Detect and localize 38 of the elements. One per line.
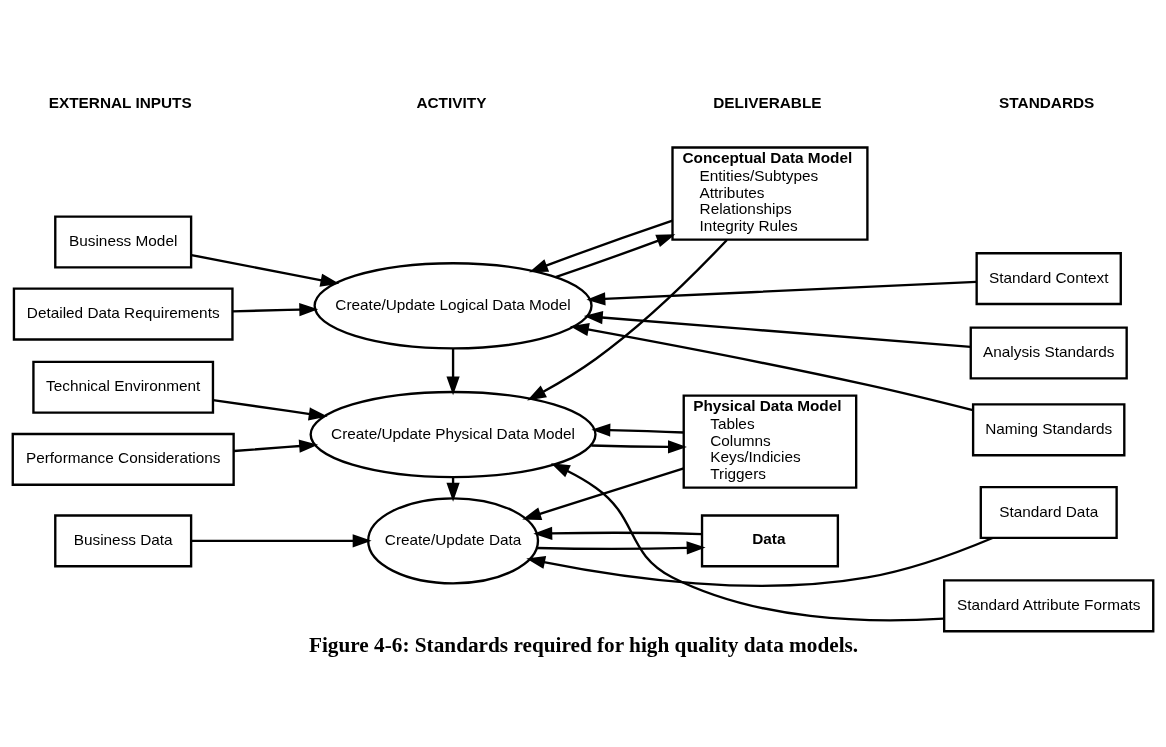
arrow xyxy=(233,439,319,453)
node-box: Data xyxy=(700,513,840,567)
node-box: Naming Standards xyxy=(971,402,1126,456)
arrow xyxy=(191,253,340,287)
arrow xyxy=(591,439,687,453)
arrow xyxy=(536,540,706,555)
label: EXTERNAL INPUTS xyxy=(48,93,192,111)
node-ellipse: Create/Update Data xyxy=(367,496,540,585)
arrow xyxy=(522,466,685,520)
node-box: Performance Considerations xyxy=(11,432,235,486)
caption: Figure 4-6: Standards required for high quality data models. xyxy=(308,632,859,657)
node-box: Physical Data Model Tables Columns Keys/Indicies Triggers xyxy=(682,393,858,489)
arrow xyxy=(591,422,684,437)
arrow xyxy=(569,322,974,411)
node-box: Standard Context xyxy=(975,251,1122,305)
label: DELIVERABLE xyxy=(713,93,822,111)
node-box: Conceptual Data Model Entities/Subtypes Attributes Relationships Integrity Rules xyxy=(671,145,869,241)
arrow xyxy=(555,233,676,278)
arrow xyxy=(526,536,993,587)
arrow xyxy=(586,280,977,305)
node-box: Detailed Data Requirements xyxy=(12,287,234,341)
node-box: Technical Environment xyxy=(32,360,215,414)
node-box: Standard Attribute Formats xyxy=(943,578,1155,632)
node-box: Business Model xyxy=(54,214,193,269)
arrow xyxy=(533,526,703,540)
arrow xyxy=(550,462,944,621)
arrow xyxy=(232,302,319,316)
label: ACTIVITY xyxy=(416,93,487,111)
arrow xyxy=(446,347,460,395)
arrow xyxy=(529,218,673,272)
arrow xyxy=(212,398,328,420)
arrow xyxy=(583,310,971,348)
node-box: Standard Data xyxy=(979,485,1118,539)
node-box: Analysis Standards xyxy=(969,325,1128,380)
label: STANDARDS xyxy=(999,93,1095,111)
arrow xyxy=(191,533,372,547)
node-box: Business Data xyxy=(54,513,193,567)
arrow xyxy=(527,238,728,400)
